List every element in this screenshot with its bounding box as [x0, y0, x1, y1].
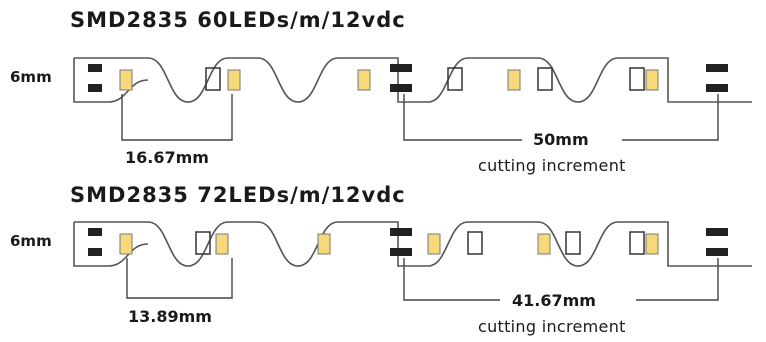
- strip-60-cut-label: cutting increment: [478, 156, 626, 175]
- strip-60-cut-length: 50mm: [533, 130, 589, 149]
- strip-60-illustration: [73, 57, 752, 103]
- led-chips: [119, 233, 659, 255]
- solder-pads: [88, 228, 728, 256]
- solder-pads: [88, 64, 728, 92]
- strip-72-pitch-label: 13.89mm: [128, 307, 212, 326]
- strip-72-title: SMD2835 72LEDs/m/12vdc: [70, 183, 406, 207]
- resistors: [205, 67, 645, 91]
- strip-72-cut-length: 41.67mm: [512, 291, 596, 310]
- strip-72-width-label: 6mm: [10, 232, 52, 250]
- led-chips: [119, 69, 659, 91]
- strip-72-illustration: [73, 221, 752, 267]
- strip-60-width-label: 6mm: [10, 68, 52, 86]
- resistors: [195, 231, 645, 255]
- strip-60-pitch-label: 16.67mm: [125, 148, 209, 167]
- strip-60-title: SMD2835 60LEDs/m/12vdc: [70, 8, 406, 32]
- strip-72-cut-label: cutting increment: [478, 317, 626, 336]
